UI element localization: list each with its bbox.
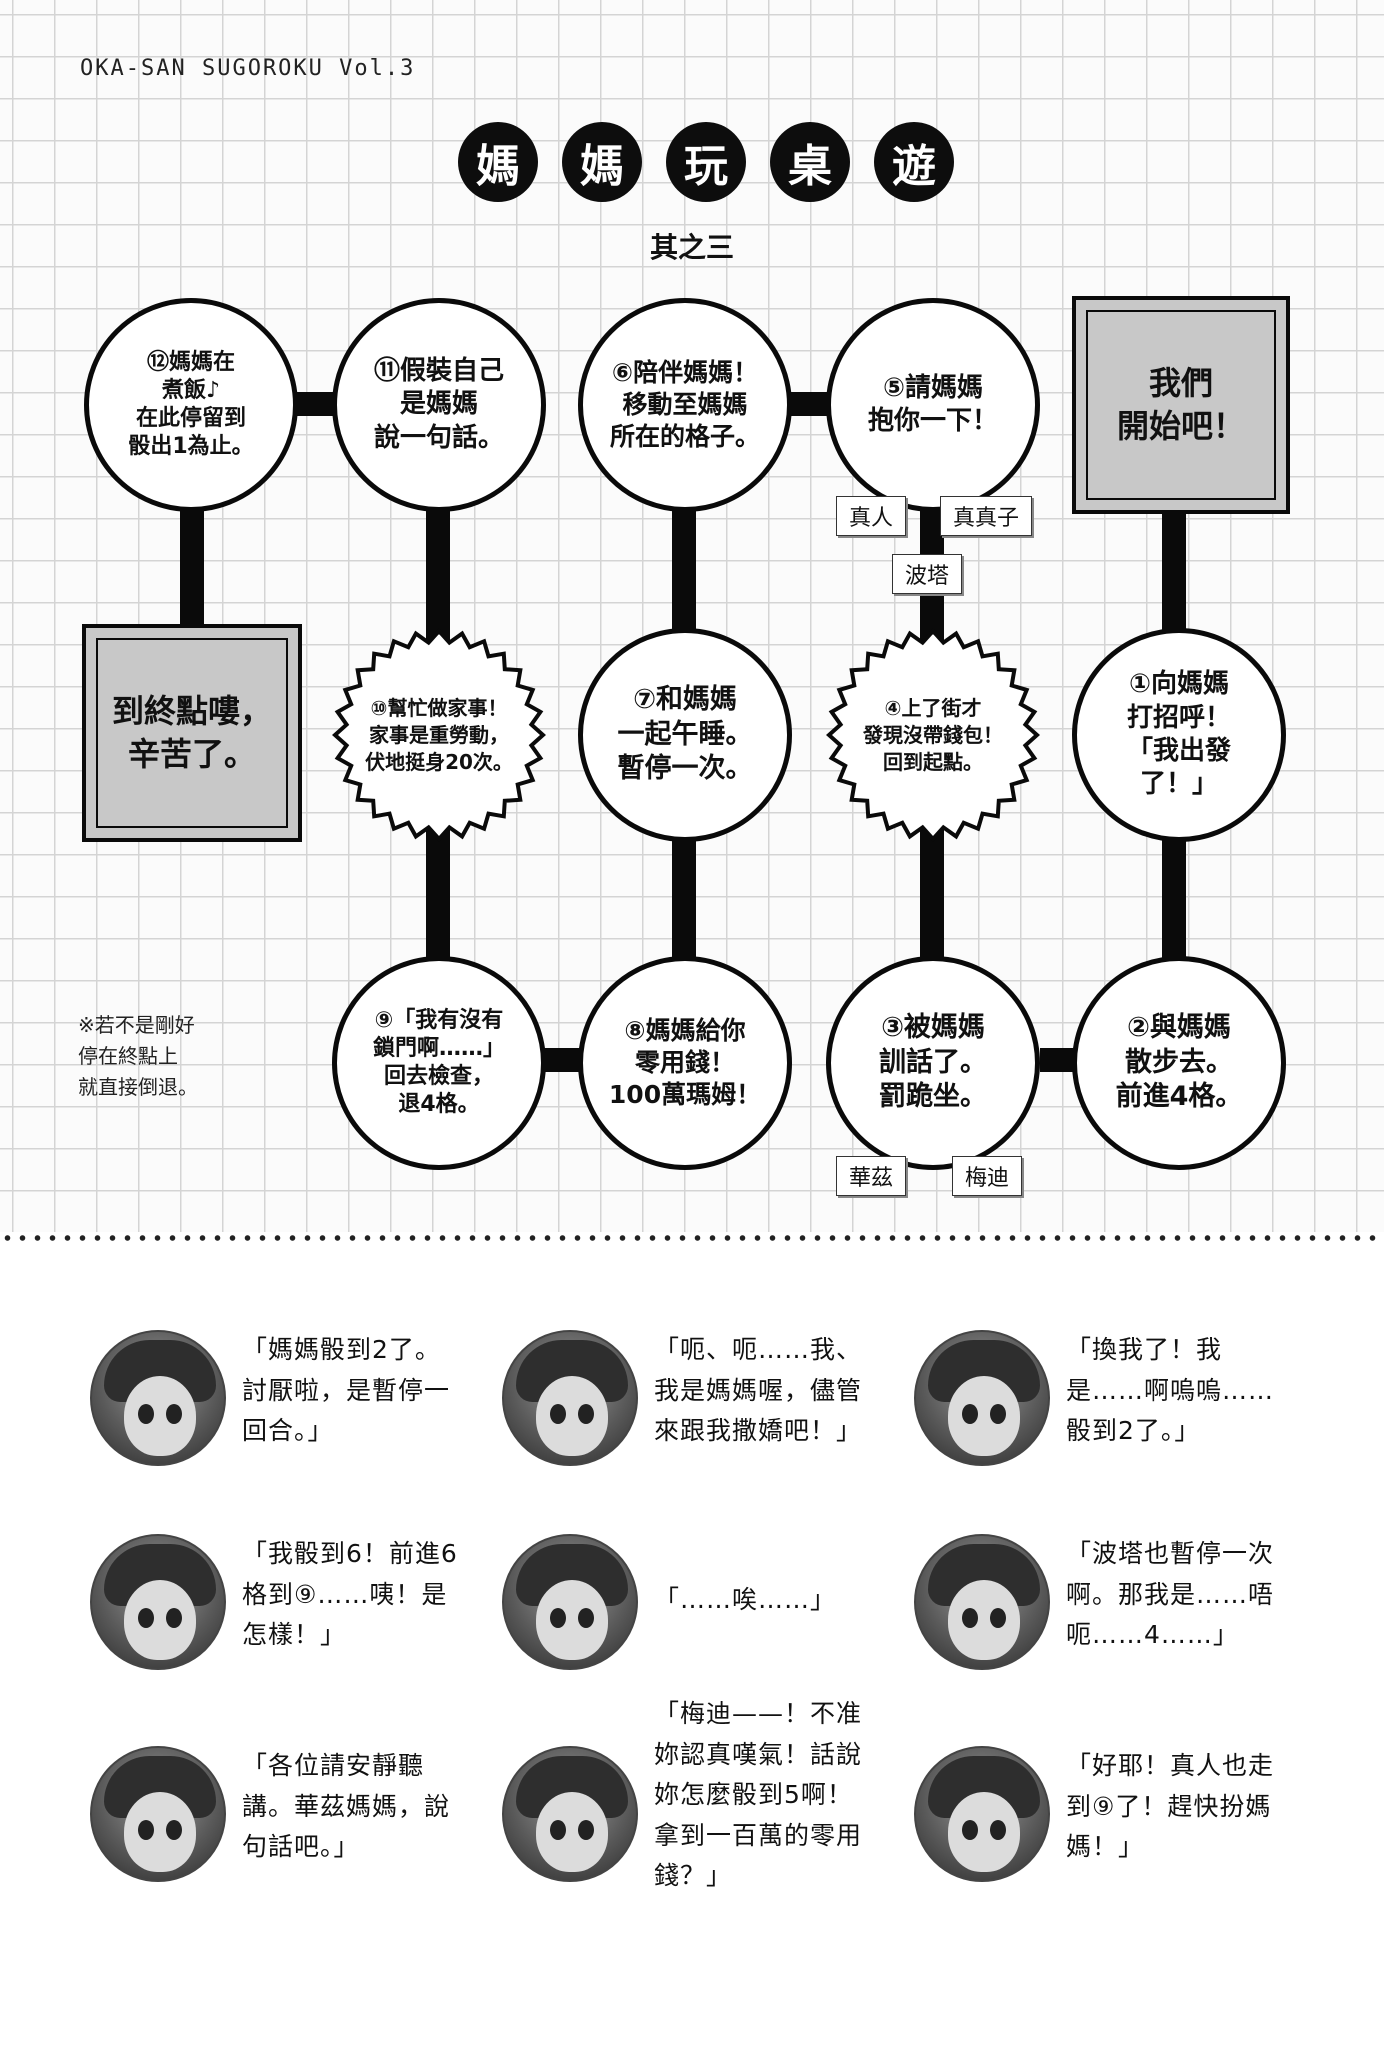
path-connector (1162, 510, 1186, 640)
dialogue-entry: 「呃、呃……我、 我是媽媽喔，儘管 來跟我撒嬌吧！」 (502, 1330, 922, 1520)
title-char: 媽 (562, 122, 642, 202)
dialogue-entry: 「波塔也暫停一次 啊。那我是……唔 呃……4……」 (914, 1534, 1334, 1724)
sugoroku-board: 我們 開始吧！ 到終點嘍， 辛苦了。 ⑫媽媽在 煮飯♪ 在此停留到 骰出1為止。… (78, 296, 1290, 1196)
goal-square: 到終點嘍， 辛苦了。 (82, 624, 302, 842)
page-title: 媽 媽 玩 桌 遊 (458, 122, 954, 202)
dialogue-text: 「各位請安靜聽 講。華茲媽媽，說 句話吧。」 (242, 1751, 451, 1861)
square-5: ⑤請媽媽 抱你一下！ (826, 298, 1040, 512)
square-3: ③被媽媽 訓話了。 罰跪坐。 (826, 956, 1040, 1170)
character-avatar-wise (914, 1746, 1050, 1882)
path-connector (1162, 830, 1186, 960)
player-token-wise: 華茲 (836, 1156, 907, 1196)
starburst-shape (332, 628, 546, 842)
volume-header: OKA-SAN SUGOROKU Vol.3 (80, 56, 416, 81)
title-char: 媽 (458, 122, 538, 202)
dialogue-entry: 「媽媽骰到2了。 討厭啦，是暫停一 回合。」 (90, 1330, 510, 1520)
square-10: ⑩幫忙做家事！ 家事是重勞動， 伏地挺身20次。 (332, 628, 546, 842)
dialogue-entry: 「……唉……」 (502, 1534, 922, 1724)
player-token-mamako: 真真子 (940, 496, 1033, 536)
dialogue-text: 「我骰到6！前進6 格到⑨……咦！是 怎樣！」 (242, 1539, 458, 1649)
dialogue-text: 「波塔也暫停一次 啊。那我是……唔 呃……4……」 (1066, 1539, 1275, 1649)
page-subtitle: 其之三 (649, 231, 734, 264)
path-connector (672, 510, 696, 640)
square-12: ⑫媽媽在 煮飯♪ 在此停留到 骰出1為止。 (84, 298, 298, 512)
character-avatar-porta (914, 1330, 1050, 1466)
square-4: ④上了街才 發現沒帶錢包！ 回到起點。 (826, 628, 1040, 842)
dialogue-text: 「呃、呃……我、 我是媽媽喔，儘管 來跟我撒嬌吧！」 (654, 1335, 863, 1445)
dialogue-text: 「梅迪——！不准 妳認真嘆氣！話說 妳怎麼骰到5啊！ 拿到一百萬的零用 錢？」 (654, 1699, 863, 1890)
title-char: 遊 (874, 122, 954, 202)
character-avatar-medhi (502, 1534, 638, 1670)
title-char: 桌 (770, 122, 850, 202)
square-8: ⑧媽媽給你 零用錢！ 100萬瑪姆！ (578, 956, 792, 1170)
dialogue-entry: 「換我了！我 是……啊嗚嗚…… 骰到2了。」 (914, 1330, 1334, 1520)
player-token-masato: 真人 (836, 496, 907, 536)
start-square: 我們 開始吧！ (1072, 296, 1290, 514)
title-char: 玩 (666, 122, 746, 202)
dialogue-entry: 「好耶！真人也走 到⑨了！趕快扮媽 媽！」 (914, 1746, 1334, 1936)
player-token-medhi: 梅迪 (952, 1156, 1023, 1196)
dialogue-text: 「好耶！真人也走 到⑨了！趕快扮媽 媽！」 (1066, 1751, 1275, 1861)
dialogue-entry: 「我骰到6！前進6 格到⑨……咦！是 怎樣！」 (90, 1534, 510, 1724)
path-connector (426, 830, 450, 960)
character-avatar-wise (502, 1330, 638, 1466)
character-avatar-wise (90, 1534, 226, 1670)
square-7: ⑦和媽媽 一起午睡。 暫停一次。 (578, 628, 792, 842)
dialogue-entry: 「各位請安靜聽 講。華茲媽媽，說 句話吧。」 (90, 1746, 510, 1936)
dialogue-entry: 「梅迪——！不准 妳認真嘆氣！話說 妳怎麼骰到5啊！ 拿到一百萬的零用 錢？」 (502, 1699, 922, 1936)
square-11: ⑪假裝自己 是媽媽 說一句話。 (332, 298, 546, 512)
square-1: ①向媽媽 打招呼！ 「我出發 了！」 (1072, 628, 1286, 842)
player-token-porta: 波塔 (892, 554, 963, 594)
character-avatar-mamako (90, 1330, 226, 1466)
dialogue-text: 「……唉……」 (654, 1585, 837, 1614)
path-connector (180, 510, 204, 640)
square-2: ②與媽媽 散步去。 前進4格。 (1072, 956, 1286, 1170)
path-connector (426, 510, 450, 640)
character-avatar-masato (914, 1534, 1050, 1670)
dotted-divider (0, 1234, 1384, 1242)
path-connector (672, 830, 696, 960)
dialogue-text: 「媽媽骰到2了。 討厭啦，是暫停一 回合。」 (242, 1335, 451, 1445)
square-9: ⑨「我有沒有 鎖門啊……」 回去檢查， 退4格。 (332, 956, 546, 1170)
character-avatar-masato (90, 1746, 226, 1882)
path-connector (920, 830, 944, 960)
square-6: ⑥陪伴媽媽！ 移動至媽媽 所在的格子。 (578, 298, 792, 512)
character-avatar-wise (502, 1746, 638, 1882)
starburst-shape (826, 628, 1040, 842)
dialogue-text: 「換我了！我 是……啊嗚嗚…… 骰到2了。」 (1066, 1335, 1275, 1445)
rule-note: ※若不是剛好 停在終點上 就直接倒退。 (78, 1013, 198, 1099)
